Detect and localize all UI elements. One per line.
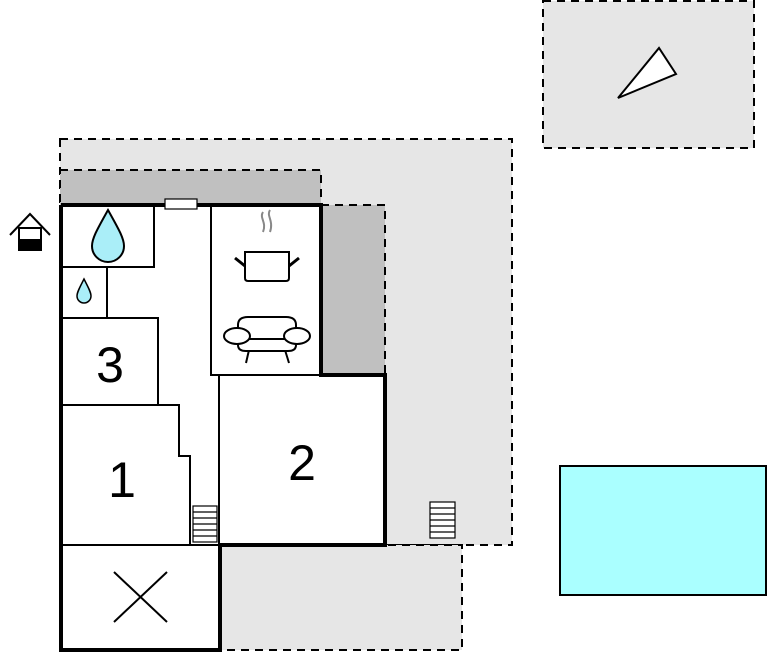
bathroom-icon (90, 207, 126, 263)
kitchen-icon (234, 209, 300, 282)
living-room-icon (223, 316, 311, 364)
stairs-icon (429, 501, 456, 539)
stairs-icon (192, 505, 218, 543)
unused-room-cross (113, 571, 168, 623)
compass-icon (617, 46, 678, 99)
compass-area (542, 0, 755, 149)
outer-wall (59, 203, 387, 652)
room-3-label: 3 (96, 337, 124, 393)
window (164, 198, 198, 210)
entrance-icon (9, 212, 51, 251)
pool (559, 465, 767, 596)
terrace-lower (219, 544, 463, 651)
room-1-label: 1 (108, 452, 136, 508)
room-2-label: 2 (288, 435, 316, 491)
house (61, 205, 385, 650)
covered-area-right (320, 204, 386, 376)
toilet-icon (76, 277, 92, 304)
